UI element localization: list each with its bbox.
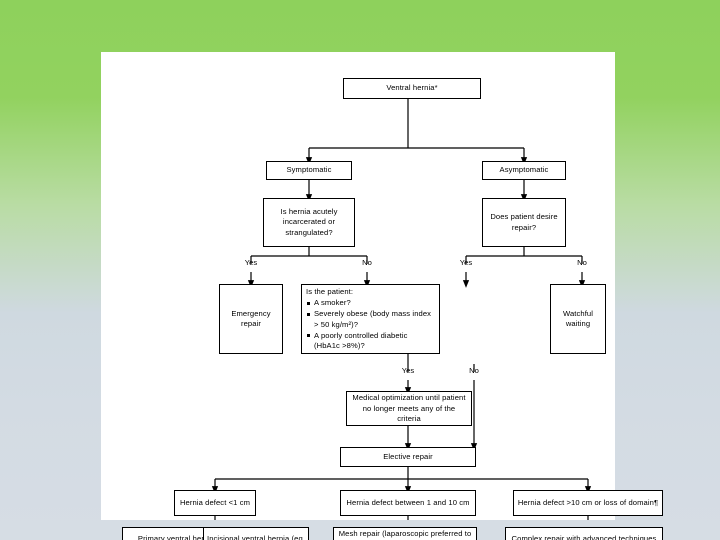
node-label: Hernia defect <1 cm	[179, 497, 251, 507]
node-symptomatic[interactable]: Symptomatic	[266, 161, 352, 180]
criteria-list: A smoker? Severely obese (body mass inde…	[306, 298, 435, 350]
criteria-header: Is the patient:	[306, 287, 354, 297]
node-incisional-ventral-hernia[interactable]: Incisional ventral hernia (eg, trocar si…	[203, 527, 309, 540]
edge-label-desire-no: No	[577, 258, 587, 267]
node-defect-over-10cm[interactable]: Hernia defect >10 cm or loss of domain¶	[513, 490, 663, 516]
node-patient-criteria[interactable]: Is the patient: A smoker? Severely obese…	[301, 284, 440, 354]
edge-label-criteria-no: No	[469, 366, 479, 375]
node-label: Emergency repair	[231, 308, 271, 328]
edge-label-desire-yes: Yes	[459, 258, 473, 267]
node-label: Primary ventral hernia (eg, umbilical, e…	[137, 533, 230, 540]
node-label: Hernia defect >10 cm or loss of domain¶	[517, 497, 659, 507]
node-label: Medical optimization until patient no lo…	[352, 393, 466, 423]
criteria-item: Severely obese (body mass index > 50 kg/…	[306, 309, 435, 329]
criteria-item: A smoker?	[306, 298, 435, 308]
node-label: Asymptomatic	[499, 165, 549, 175]
node-defect-1-to-10cm[interactable]: Hernia defect between 1 and 10 cm	[340, 490, 476, 516]
criteria-item: A poorly controlled diabetic (HbA1c >8%)…	[306, 331, 435, 351]
edge-label-acute-yes: Yes	[244, 258, 258, 267]
node-emergency-repair[interactable]: Emergency repair	[219, 284, 283, 354]
node-label: Mesh repair (laparoscopic preferred to o…	[338, 528, 472, 540]
node-medical-optimization[interactable]: Medical optimization until patient no lo…	[346, 391, 472, 426]
node-complex-repair[interactable]: Complex repair with advanced techniques …	[505, 527, 663, 540]
node-desire-repair-question[interactable]: Does patient desire repair?	[482, 198, 566, 247]
node-ventral-hernia[interactable]: Ventral hernia*	[343, 78, 481, 99]
node-label: Elective repair	[383, 451, 433, 461]
node-label: Watchful waiting	[562, 308, 594, 328]
node-label: Complex repair with advanced techniques …	[511, 533, 657, 540]
node-label: Does patient desire repair?	[490, 212, 558, 232]
node-defect-less-than-1cm[interactable]: Hernia defect <1 cm	[174, 490, 256, 516]
node-label: Incisional ventral hernia (eg, trocar si…	[207, 533, 305, 540]
node-watchful-waiting[interactable]: Watchful waiting	[550, 284, 606, 354]
node-asymptomatic[interactable]: Asymptomatic	[482, 161, 566, 180]
slide-content-panel: Ventral hernia* Symptomatic Asymptomatic…	[101, 52, 663, 540]
edge-label-criteria-yes: Yes	[401, 366, 415, 375]
node-acute-incarceration-question[interactable]: Is hernia acutely incarcerated or strang…	[263, 198, 355, 247]
node-label: Hernia defect between 1 and 10 cm	[346, 497, 470, 507]
edge-label-acute-no: No	[362, 258, 372, 267]
flowchart-connectors	[211, 98, 592, 520]
node-label: Ventral hernia*	[386, 83, 438, 93]
node-mesh-repair-laparoscopic[interactable]: Mesh repair (laparoscopic preferred to o…	[333, 527, 477, 540]
node-label: Symptomatic	[286, 165, 332, 175]
node-elective-repair[interactable]: Elective repair	[340, 447, 476, 467]
node-label: Is hernia acutely incarcerated or strang…	[280, 207, 338, 237]
